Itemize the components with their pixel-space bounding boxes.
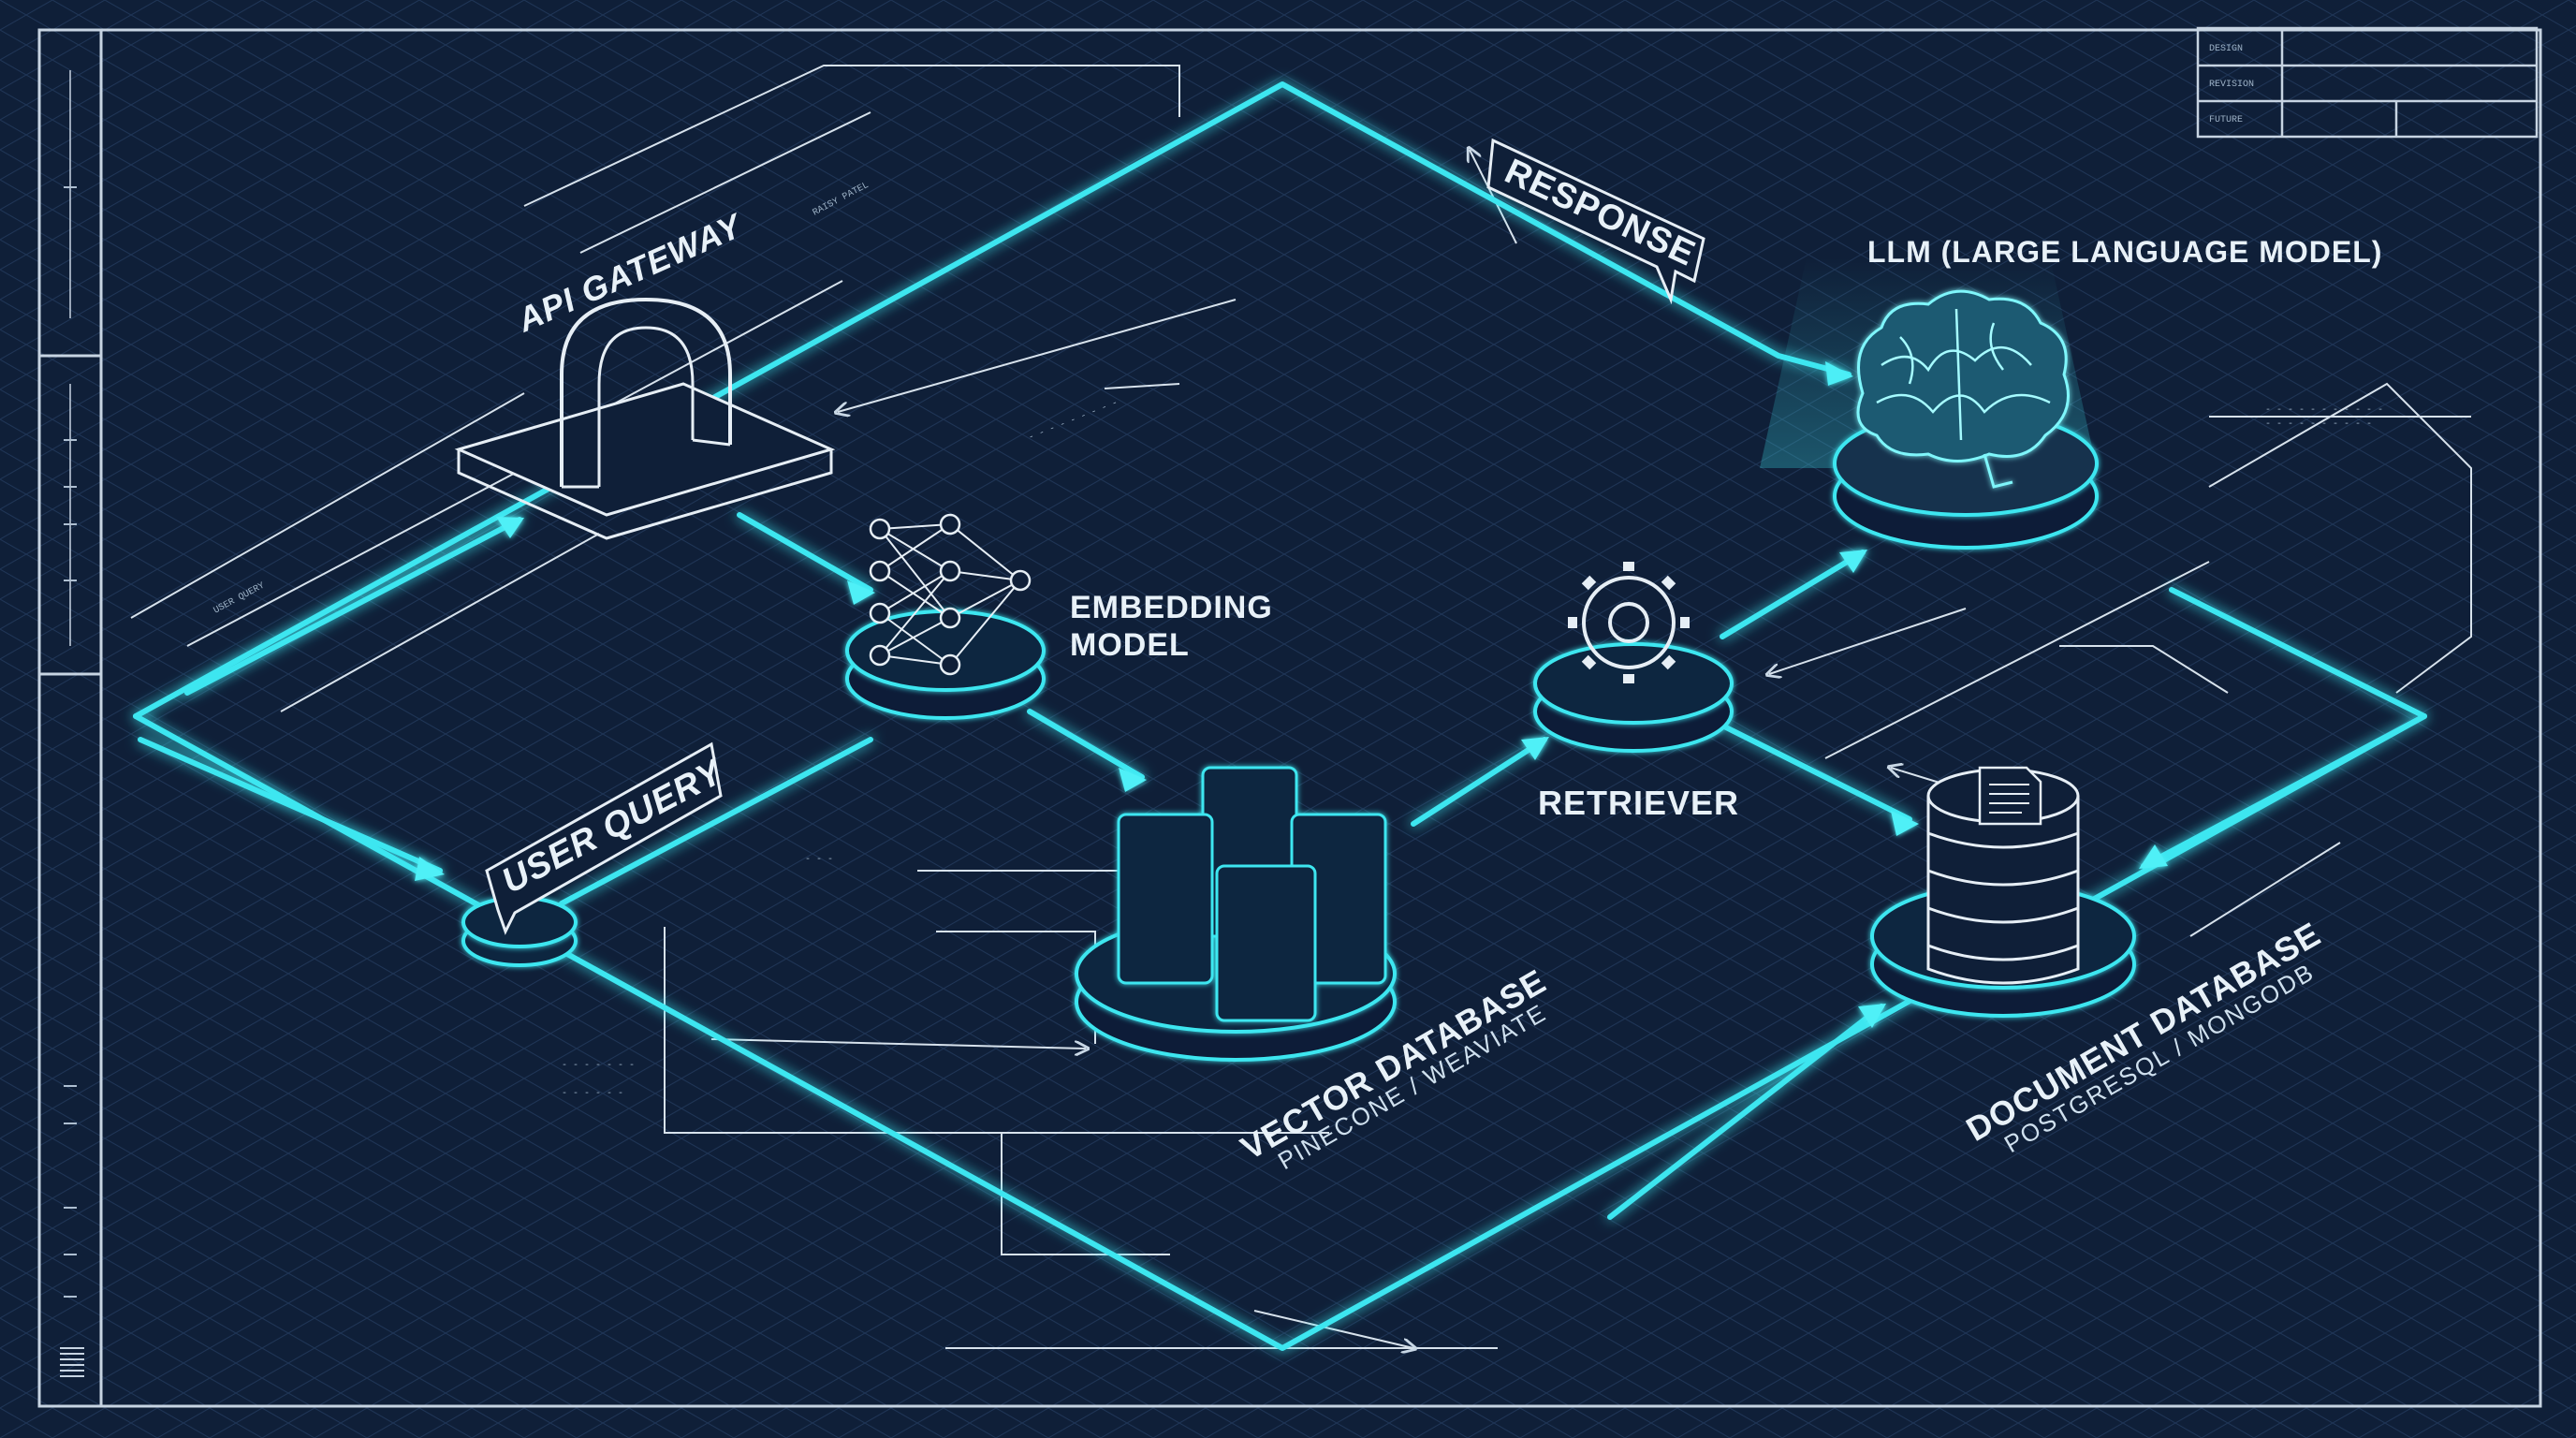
- dimension-lines: [130, 65, 2472, 1349]
- brain-icon: [1856, 289, 2070, 489]
- retriever-label: RETRIEVER: [1538, 784, 1739, 822]
- llm-label: LLM (LARGE LANGUAGE MODEL): [1867, 235, 2382, 269]
- annotation-arrows: [710, 150, 2013, 1348]
- barcode: [60, 1347, 84, 1377]
- gear-icon: [1568, 562, 1690, 683]
- svg-text:- - - - - - - - - - -: - - - - - - - - - - -: [2265, 405, 2383, 416]
- document-icon: [1978, 766, 2042, 826]
- title-block-cell: DESIGN: [2209, 44, 2243, 54]
- vector-database-node: [1075, 766, 1397, 1062]
- drawing-frame: [37, 28, 2542, 1408]
- llm-node: [1760, 257, 2099, 550]
- title-block-cell: FUTURE: [2209, 115, 2243, 125]
- document-database-node: [1870, 766, 2136, 1018]
- frame-ticks: [64, 186, 77, 1298]
- user-query-node: [461, 741, 723, 967]
- embedding-model-node: [845, 513, 1046, 720]
- embedding-model-label-line2: MODEL: [1070, 627, 1190, 663]
- title-block: DESIGN REVISION FUTURE: [2196, 26, 2539, 139]
- title-block-cell: REVISION: [2209, 80, 2254, 90]
- retriever-node: [1533, 562, 1734, 753]
- response-node: [1486, 138, 1705, 305]
- svg-text:- - -: - - -: [805, 855, 833, 865]
- svg-text:- - - - - - -: - - - - - - -: [562, 1061, 635, 1071]
- svg-text:- - - - - - - - - -: - - - - - - - - - -: [2265, 419, 2372, 430]
- embedding-model-label-line1: EMBEDDING: [1070, 590, 1273, 625]
- svg-text:- - - - - -: - - - - - -: [562, 1089, 623, 1099]
- api-gateway-node: [454, 297, 836, 540]
